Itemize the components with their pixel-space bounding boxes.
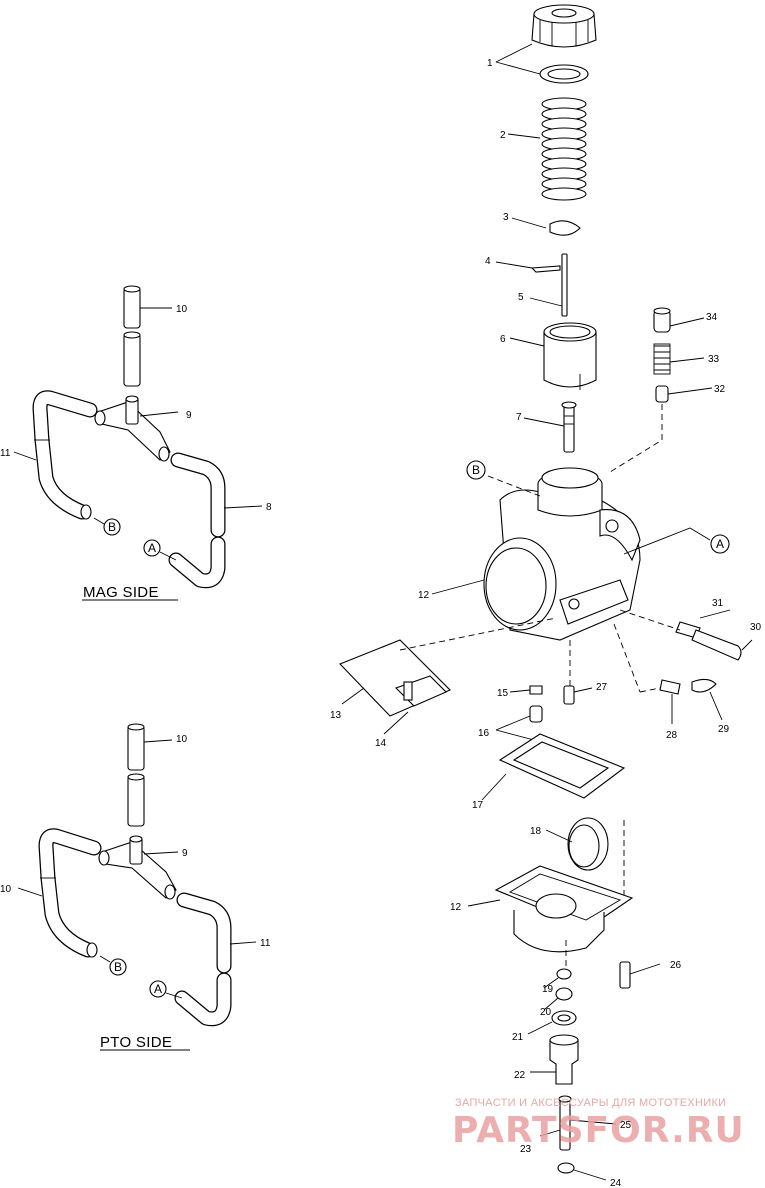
callout-labels: 1 2 3 4 5 6 7 10 9 11 8 12 13 14 15 16 1…	[0, 58, 762, 1188]
part-19	[556, 968, 572, 980]
mag-tube-10-upper	[123, 287, 141, 329]
part-12-float-bowl	[494, 865, 634, 953]
callout-12-bowl: 12	[450, 902, 462, 913]
mag-hose-8	[168, 452, 226, 589]
callout-21: 21	[512, 1032, 524, 1043]
pto-hose-10	[38, 828, 102, 958]
callout-10-pto-tube: 10	[176, 734, 188, 745]
mag-tube-10-lower	[123, 333, 141, 387]
callout-31: 31	[712, 598, 724, 609]
part-4-5-needle	[561, 253, 568, 317]
pto-side-assembly	[17, 723, 257, 1051]
carb-marker-a	[710, 534, 730, 554]
part-2-spring	[541, 97, 587, 201]
part-6-slide	[543, 322, 597, 390]
part-7-jet	[561, 401, 577, 453]
mag-tee-9	[94, 395, 171, 462]
carburetor-body	[483, 467, 641, 641]
callout-27: 27	[596, 682, 608, 693]
part-22-plug	[549, 1034, 579, 1085]
callout-11-pto: 11	[260, 938, 271, 949]
watermark: ЗАПЧАСТИ И АКСЕССУАРЫ ДЛЯ МОТОТЕХНИКИ PA…	[452, 1097, 745, 1151]
mag-side-assembly	[13, 285, 263, 601]
callout-24: 24	[610, 1178, 622, 1188]
part-17-gasket	[498, 733, 626, 799]
part-3-plate	[549, 220, 581, 236]
letter-a-carb: A	[716, 537, 724, 551]
callout-17: 17	[472, 800, 484, 811]
callout-11-mag: 11	[0, 448, 11, 459]
pto-tee-9	[98, 835, 177, 900]
callout-28: 28	[666, 730, 678, 741]
letter-b-pto: B	[114, 960, 122, 974]
pto-side-label: PTO SIDE	[100, 1034, 172, 1051]
watermark-line1: ЗАПЧАСТИ И АКСЕССУАРЫ ДЛЯ МОТОТЕХНИКИ	[455, 1097, 726, 1109]
callout-7: 7	[516, 412, 522, 423]
callout-10-mag: 10	[176, 304, 188, 315]
callout-6: 6	[500, 334, 506, 345]
callout-25: 25	[620, 1120, 632, 1131]
callout-22: 22	[514, 1070, 526, 1081]
callout-2: 2	[500, 130, 506, 141]
callout-13: 13	[330, 710, 342, 721]
callout-16: 16	[478, 728, 490, 739]
part-16-jet	[529, 705, 543, 723]
callout-18: 18	[530, 826, 542, 837]
callout-12-body: 12	[418, 590, 430, 601]
callout-30: 30	[750, 622, 762, 633]
callout-9-mag: 9	[186, 410, 192, 421]
pto-marker-b	[109, 958, 127, 976]
pto-tube-10-lower	[127, 775, 145, 827]
callout-33: 33	[708, 354, 720, 365]
pto-marker-a	[149, 980, 167, 998]
callout-3: 3	[503, 212, 509, 223]
carb-marker-b	[466, 460, 486, 480]
mag-hose-11	[32, 390, 98, 520]
callout-20: 20	[540, 1007, 552, 1018]
callout-10-pto-hose: 10	[0, 884, 12, 895]
letter-b-mag: B	[108, 520, 116, 534]
callout-8: 8	[266, 502, 272, 513]
callout-4: 4	[485, 256, 491, 267]
watermark-line2: PARTSFOR.RU	[452, 1110, 745, 1151]
callout-5: 5	[518, 292, 524, 303]
mag-marker-b	[103, 518, 121, 536]
callout-9-pto: 9	[182, 848, 188, 859]
callout-15: 15	[497, 688, 509, 699]
part-24	[557, 1162, 575, 1174]
letter-a-mag: A	[148, 541, 156, 555]
part-1-cap	[531, 4, 597, 84]
letter-a-pto: A	[154, 982, 162, 996]
callout-23: 23	[520, 1144, 532, 1155]
pto-tube-10-upper	[127, 725, 145, 771]
part-18-float	[567, 817, 609, 871]
callout-26: 26	[670, 960, 682, 971]
callout-19: 19	[542, 984, 554, 995]
section-labels: MAG SIDE PTO SIDE	[83, 584, 172, 1051]
callout-32: 32	[714, 384, 726, 395]
mag-marker-a	[143, 539, 161, 557]
callout-29: 29	[718, 724, 730, 735]
part-20	[555, 987, 573, 1001]
callout-1: 1	[487, 58, 493, 69]
reference-letters: B A B A B A	[108, 463, 724, 996]
part-26-screw	[619, 961, 631, 989]
letter-b-carb: B	[472, 463, 480, 477]
part-31-30-screw	[675, 621, 742, 661]
callout-14: 14	[375, 738, 387, 749]
callout-34: 34	[706, 312, 718, 323]
part-32-34-adjuster	[653, 307, 671, 403]
pto-hose-11	[174, 892, 232, 1027]
part-27	[563, 685, 575, 705]
mag-side-label: MAG SIDE	[83, 584, 159, 601]
part-13-14-plate	[339, 639, 451, 717]
carburetor-assembly	[339, 4, 753, 1181]
